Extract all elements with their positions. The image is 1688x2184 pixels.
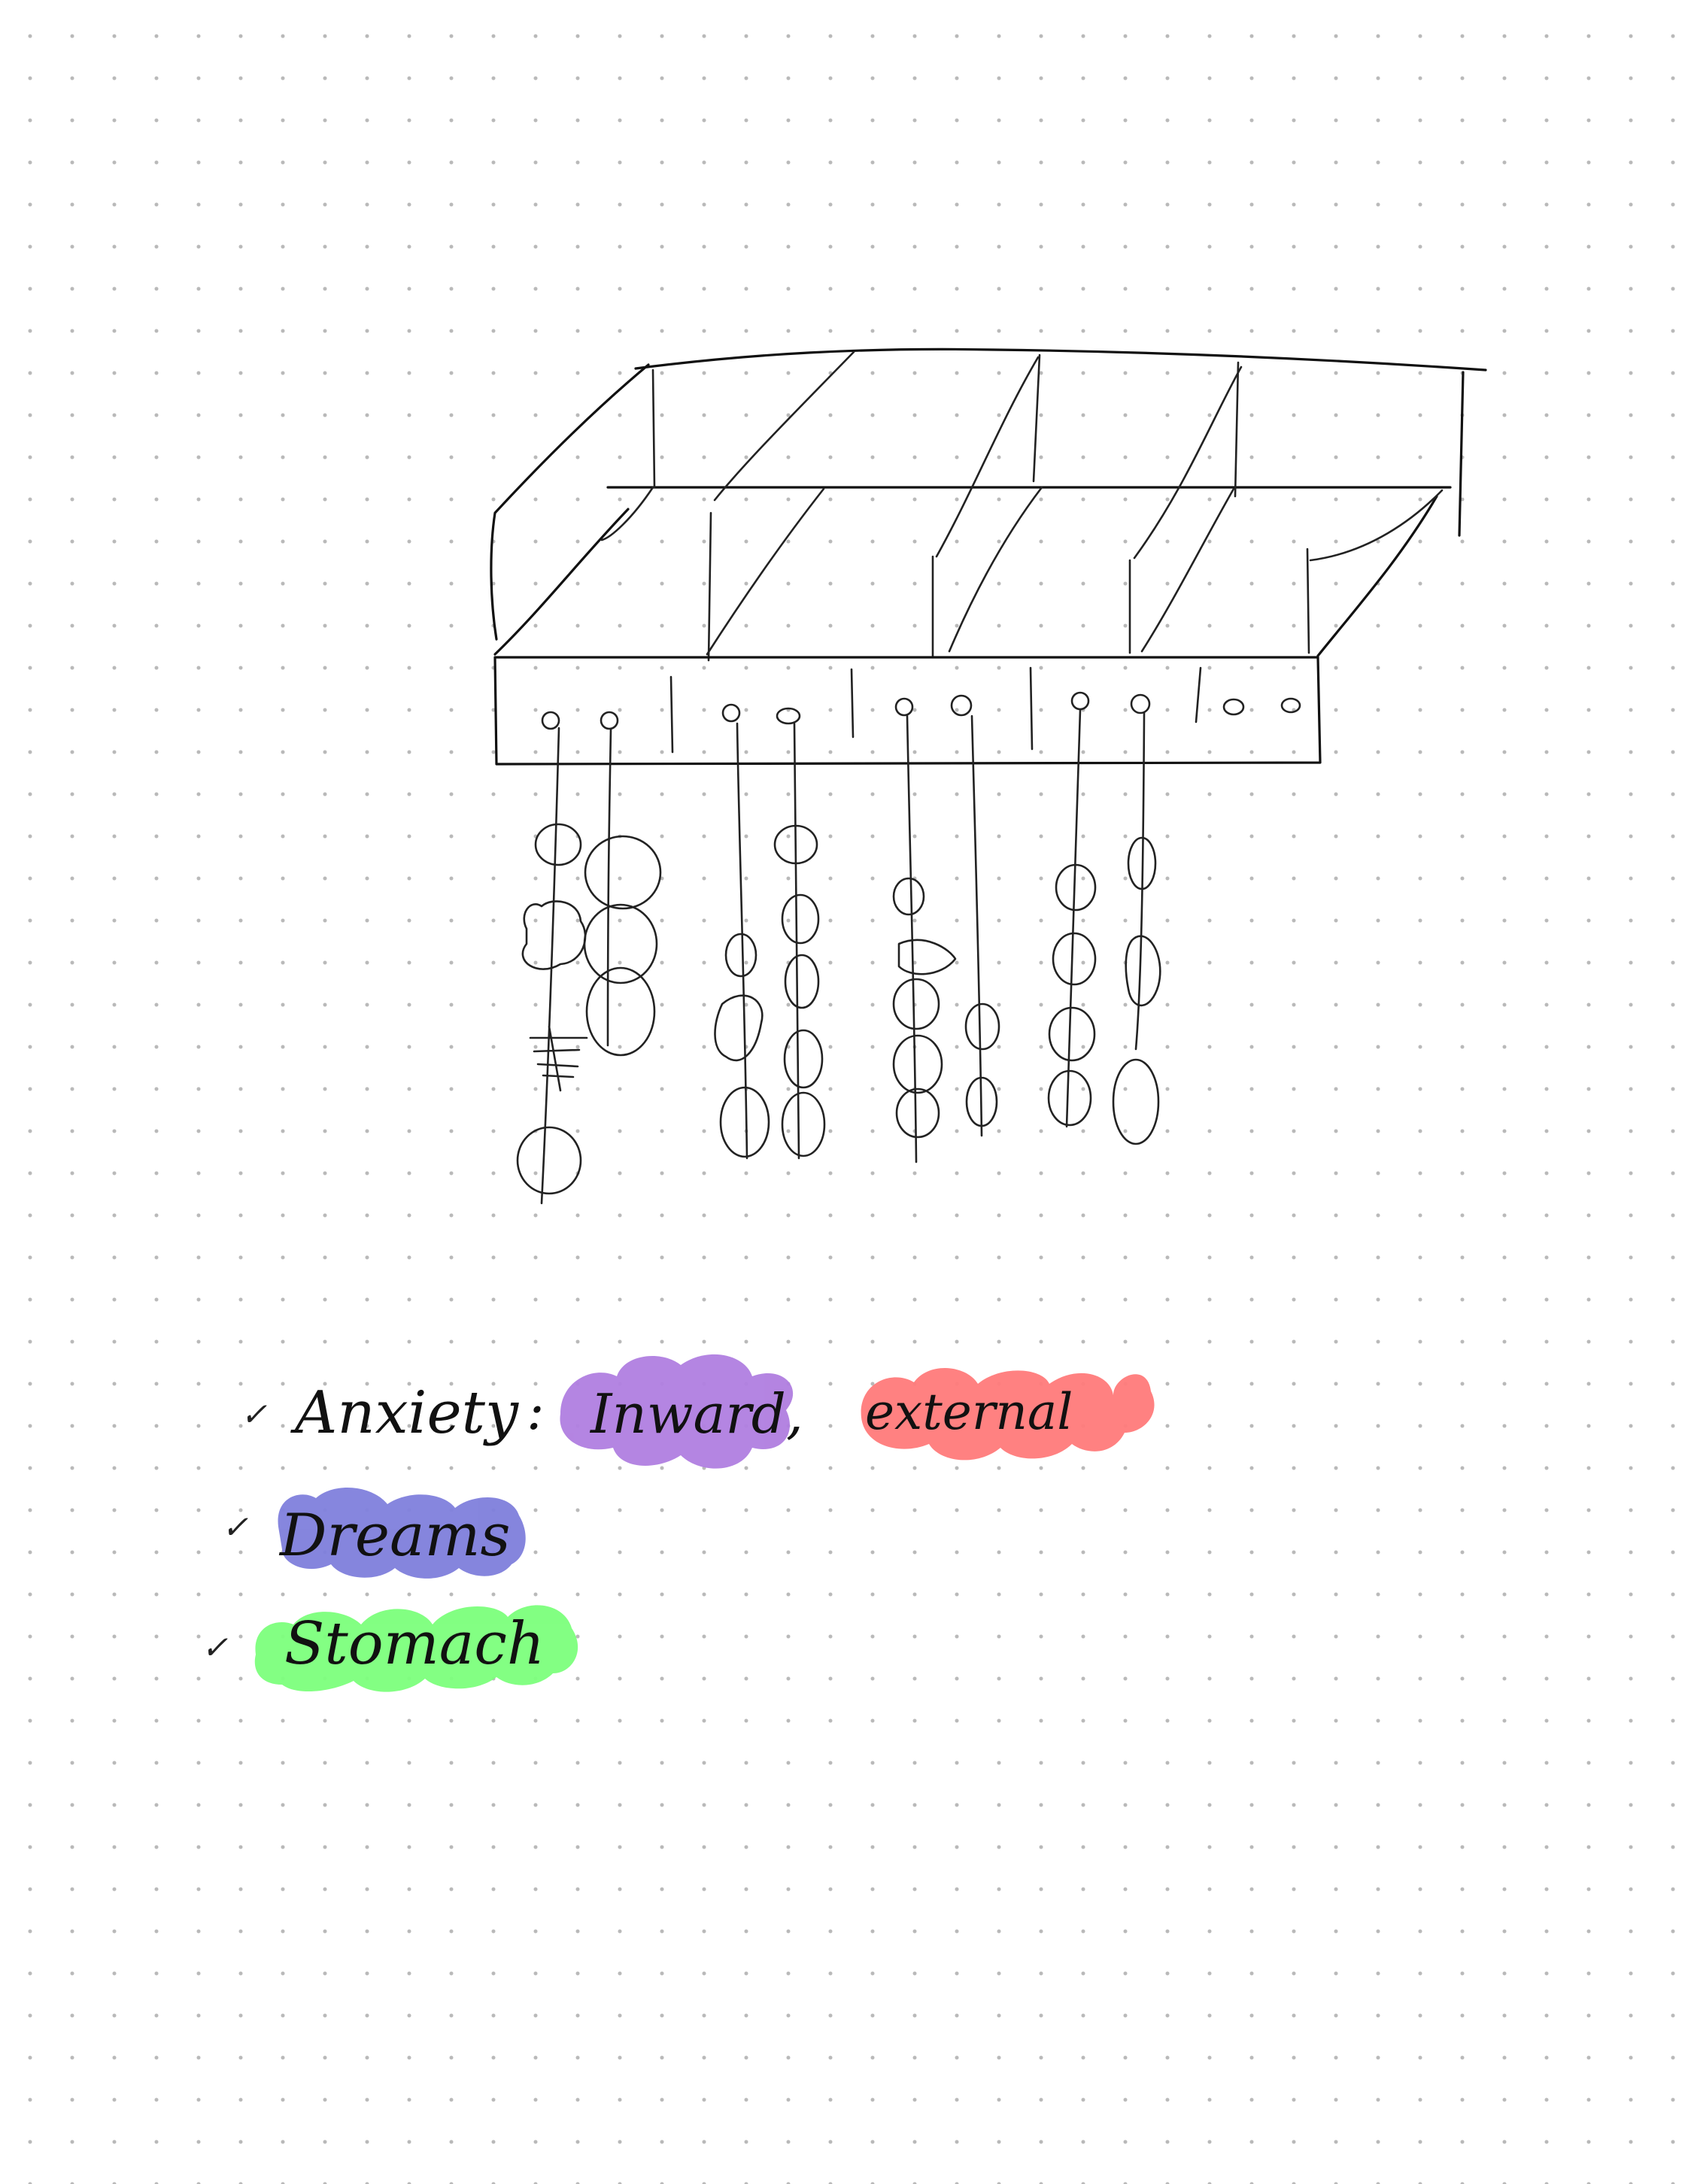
slat-7 bbox=[1309, 489, 1444, 562]
check-tick-icon: ✓ bbox=[241, 1396, 267, 1433]
slat-6 bbox=[1140, 487, 1235, 653]
slat-8 bbox=[600, 486, 654, 541]
highlight-dreams bbox=[278, 1488, 526, 1579]
hanging-stones bbox=[516, 823, 1161, 1195]
slat-2 bbox=[706, 487, 825, 656]
post-7 bbox=[1306, 548, 1310, 654]
note-inward: Inward bbox=[589, 1382, 786, 1445]
slat-1 bbox=[713, 350, 855, 502]
slat-4 bbox=[948, 486, 1043, 653]
slat-3 bbox=[935, 356, 1040, 558]
rack-front-left-diagonal bbox=[493, 508, 630, 656]
rack-front-right-diagonal bbox=[1316, 495, 1438, 657]
bar-hooks bbox=[541, 666, 1301, 754]
highlight-stomach bbox=[254, 1605, 578, 1692]
slat-5 bbox=[1133, 366, 1243, 560]
rack-left-edge bbox=[490, 363, 650, 641]
note-dreams: Dreams bbox=[278, 1502, 510, 1570]
note-external: external bbox=[865, 1383, 1073, 1441]
check-tick-icon: ✓ bbox=[222, 1509, 248, 1545]
rack-right-post bbox=[1458, 371, 1465, 537]
post-1 bbox=[651, 369, 656, 489]
post-3 bbox=[1234, 361, 1240, 498]
rack-top-back-edge bbox=[634, 347, 1487, 372]
note-anxiety-label: Anxiety bbox=[290, 1379, 519, 1447]
rack-front-bar bbox=[493, 656, 1322, 766]
note-colon: : bbox=[527, 1380, 545, 1442]
notes: ✓ Anxiety : Inward , external ✓ Dreams ✓… bbox=[202, 1379, 1073, 1678]
rack-sketch bbox=[490, 347, 1487, 1205]
highlight-external bbox=[861, 1368, 1155, 1461]
post-2 bbox=[1032, 353, 1041, 483]
note-stomach: Stomach bbox=[284, 1610, 545, 1678]
post-4 bbox=[707, 511, 712, 662]
note-comma: , bbox=[786, 1382, 803, 1445]
check-tick-icon: ✓ bbox=[202, 1629, 228, 1666]
highlight-inward bbox=[560, 1354, 794, 1469]
highlights bbox=[254, 1354, 1155, 1692]
